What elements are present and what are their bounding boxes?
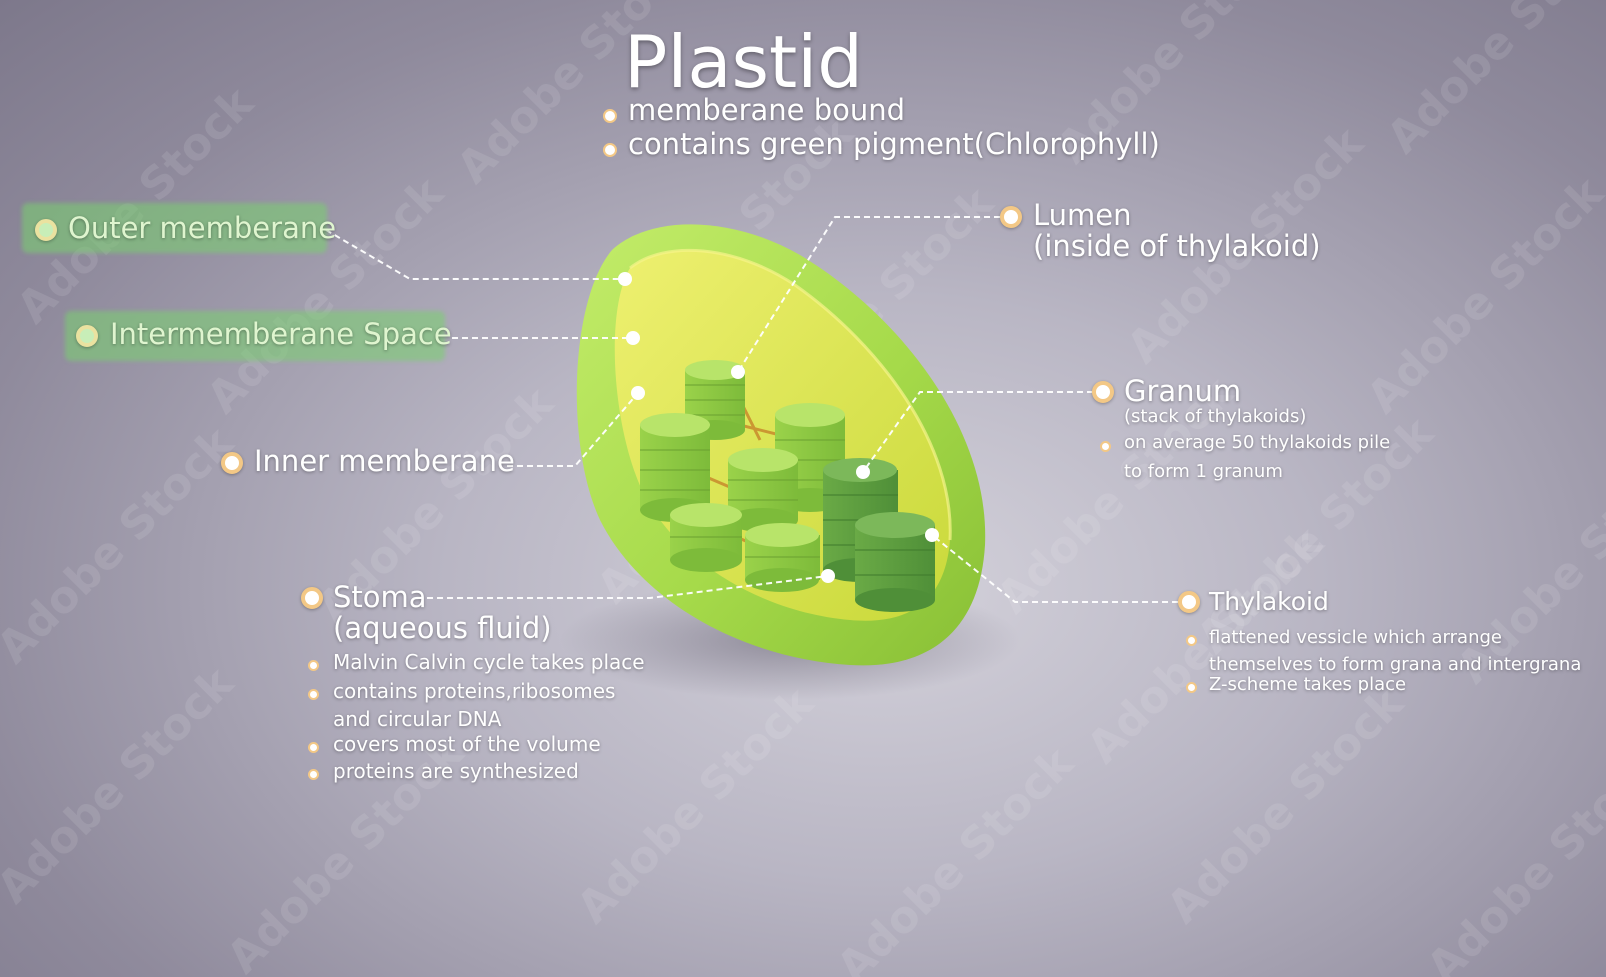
- granum-marker: [1092, 381, 1114, 403]
- inner-membrane-label: Inner memberane: [254, 444, 515, 478]
- thylakoid-bullet-continued: themselves to form grana and intergrana: [1209, 654, 1582, 675]
- thylakoid-marker: [1178, 591, 1200, 613]
- leader-thylakoid: [931, 534, 1188, 603]
- granum-title: Granum: [1124, 374, 1242, 408]
- bullet-dot: [603, 143, 617, 157]
- stoma-bullet: proteins are synthesized: [333, 759, 579, 783]
- thylakoid-bullet: Z-scheme takes place: [1209, 674, 1407, 695]
- page-title: Plastid: [624, 20, 863, 104]
- bullet-dot: [308, 769, 319, 780]
- inner-membrane-rim: [629, 248, 952, 541]
- leader-granum: [862, 391, 1103, 473]
- granum-subtitle: (stack of thylakoids): [1124, 406, 1307, 427]
- granum-bullet-continued: to form 1 granum: [1124, 461, 1283, 482]
- leader-inner-membrane: [507, 392, 639, 467]
- outer-membrane-marker: [35, 219, 57, 241]
- stoma-bullet: Malvin Calvin cycle takes place: [333, 650, 645, 674]
- stoma-marker: [301, 587, 323, 609]
- stoma-bullet-continued: and circular DNA: [333, 707, 502, 731]
- granum-stack: [670, 503, 742, 572]
- bullet-dot: [1100, 441, 1111, 452]
- stoma-subtitle: (aqueous fluid): [333, 611, 552, 645]
- bullet-dot: [1186, 635, 1197, 646]
- granum-stack: [745, 523, 820, 592]
- intermembrane-space-marker: [76, 325, 98, 347]
- leader-stoma: [427, 575, 829, 599]
- stoma-bullet: covers most of the volume: [333, 732, 601, 756]
- granum-stack-dark: [855, 512, 935, 612]
- anchor-dots: [618, 272, 939, 583]
- bullet-dot: [603, 109, 617, 123]
- intermembrane-space-label: Intermemberane Space: [110, 317, 452, 351]
- thylakoid-title: Thylakoid: [1209, 587, 1329, 616]
- bullet-dot: [308, 660, 319, 671]
- inner-membrane-marker: [221, 452, 243, 474]
- outer-membrane-label: Outer memberane: [68, 211, 337, 245]
- leader-lines: [325, 216, 1188, 603]
- granum-bullet: on average 50 thylakoids pile: [1124, 432, 1391, 453]
- stoma-bullet: contains proteins,ribosomes: [333, 679, 616, 703]
- intro-bullet: memberane bound: [628, 93, 906, 127]
- granum-stack: [728, 448, 798, 532]
- leader-lumen: [737, 216, 1000, 373]
- grana-stacks: [640, 360, 935, 612]
- thylakoid-bullet: flattened vessicle which arrange: [1209, 627, 1502, 648]
- label-highlight: [22, 203, 327, 253]
- leader-outer-membrane: [325, 229, 625, 280]
- lumen-subtitle: (inside of thylakoid): [1033, 229, 1321, 263]
- bullet-dot: [308, 742, 319, 753]
- label-highlight: [65, 311, 445, 361]
- bullet-dot: [308, 689, 319, 700]
- bullet-dot: [1186, 682, 1197, 693]
- lumen-marker: [1000, 206, 1022, 228]
- lumen-title: Lumen: [1033, 198, 1132, 232]
- stoma-title: Stoma: [333, 580, 427, 614]
- intro-bullet: contains green pigment(Chlorophyll): [628, 127, 1160, 161]
